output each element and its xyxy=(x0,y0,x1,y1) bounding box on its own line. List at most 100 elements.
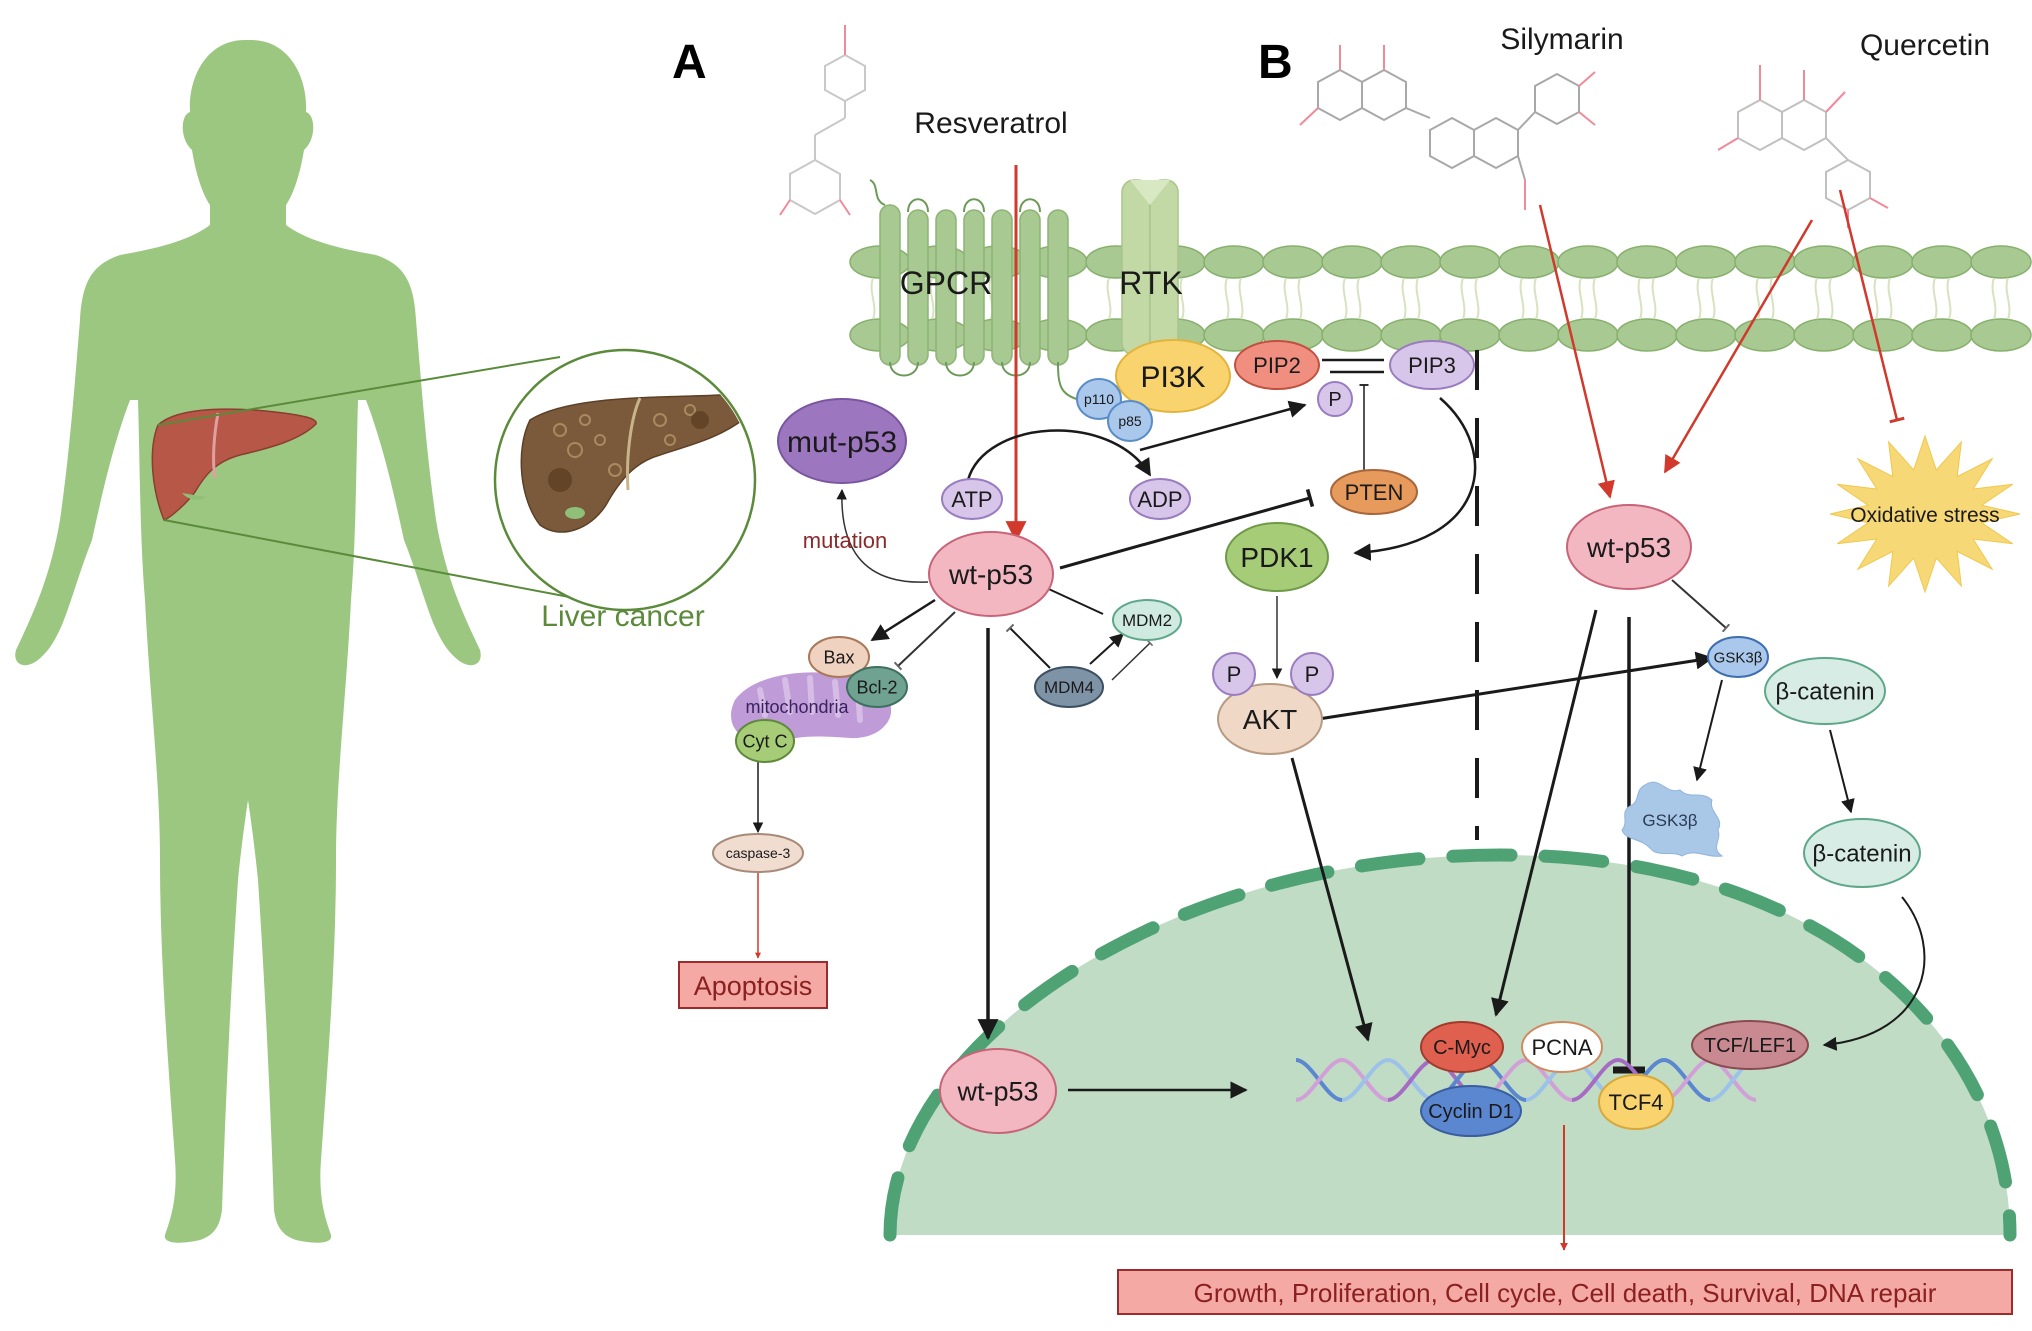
bax-node-label: Bax xyxy=(823,647,854,667)
lipid-tail xyxy=(1179,277,1185,320)
wt-p53-nucleus-node-shape xyxy=(939,1048,1057,1134)
akt-phosphate-2-label: P xyxy=(1305,662,1320,687)
lipid-tail xyxy=(1283,277,1289,320)
pip3-node-label: PIP3 xyxy=(1408,353,1456,378)
cytc-node-shape xyxy=(735,719,795,763)
liver-small-icon xyxy=(151,408,317,521)
mdm4-node-shape xyxy=(1034,666,1104,708)
lipid-head-top xyxy=(1675,245,1737,279)
lipid-head-bottom xyxy=(1321,318,1383,352)
mdm2-node-shape xyxy=(1112,599,1182,641)
mdm2-node: MDM2 xyxy=(1112,599,1182,641)
panel-b-label: B xyxy=(1258,36,1293,89)
lipid-tail xyxy=(870,277,876,320)
lipid-tail xyxy=(1887,277,1893,320)
mutation-label: mutation xyxy=(803,528,887,553)
p110-node: p110 xyxy=(1076,378,1122,420)
lipid-tail xyxy=(1946,277,1952,320)
cell-outcomes-label: Growth, Proliferation, Cell cycle, Cell … xyxy=(1194,1278,1937,1308)
cyclin-d1-node: Cyclin D1 xyxy=(1420,1085,1522,1137)
gpcr-label: GPCR xyxy=(900,265,992,301)
lipid-tail xyxy=(1592,277,1598,320)
lipid-head-top xyxy=(1439,245,1501,279)
atp-node: ATP xyxy=(941,478,1003,520)
lipid-head-top xyxy=(1557,245,1619,279)
lipid-tail xyxy=(1106,277,1112,320)
lipid-tail xyxy=(1342,277,1348,320)
lipid-tail xyxy=(1828,277,1834,320)
lipid-head-bottom xyxy=(1498,318,1560,352)
akt-phosphate-2-shape xyxy=(1290,652,1334,696)
p85-node-label: p85 xyxy=(1118,413,1142,429)
atp-node-shape xyxy=(941,478,1003,520)
adp-node-label: ADP xyxy=(1137,487,1182,512)
wt-p53-nucleus-node-label: wt-p53 xyxy=(956,1077,1038,1107)
p85-node: p85 xyxy=(1107,400,1153,442)
wt-p53-b-node-shape xyxy=(1566,504,1692,590)
cmyc-node: C-Myc xyxy=(1420,1021,1504,1073)
lipid-head-top xyxy=(1380,245,1442,279)
cyclin-d1-node-label: Cyclin D1 xyxy=(1428,1101,1514,1123)
caspase3-node: caspase-3 xyxy=(712,833,804,873)
gpcr-receptor-icon xyxy=(869,179,1081,401)
lipid-head-top xyxy=(1970,245,2032,279)
mut-p53-node-label: mut-p53 xyxy=(787,426,897,459)
lipid-head-bottom xyxy=(1911,318,1973,352)
beta-catenin-free-node-label: β-catenin xyxy=(1812,841,1911,868)
panel-a-label: A xyxy=(672,36,707,89)
pcna-node-label: PCNA xyxy=(1531,1035,1592,1060)
lipid-tail xyxy=(1769,277,1775,320)
dna-strand xyxy=(1341,1058,1389,1102)
lipid-tail xyxy=(1297,277,1303,320)
tcf-lef1-node-shape xyxy=(1691,1020,1809,1070)
pten-node: PTEN xyxy=(1330,469,1418,515)
lipid-head-bottom xyxy=(1675,318,1737,352)
cmyc-node-label: C-Myc xyxy=(1433,1037,1491,1059)
cell-outcomes-box: Growth, Proliferation, Cell cycle, Cell … xyxy=(1117,1269,2013,1315)
lipid-head-bottom xyxy=(1616,318,1678,352)
pi3k-node-shape xyxy=(1115,339,1231,413)
phosphate-node-label: P xyxy=(1328,389,1341,411)
akt-phosphate-1: P xyxy=(1212,652,1256,696)
human-silhouette xyxy=(15,40,481,1243)
caspase3-node-label: caspase-3 xyxy=(726,845,791,861)
bax-node-shape xyxy=(808,636,870,678)
pten-node-shape xyxy=(1330,469,1418,515)
bcl2-node-label: Bcl-2 xyxy=(856,677,897,697)
tcf4-node: TCF4 xyxy=(1598,1074,1674,1130)
mut-p53-node-shape xyxy=(777,398,907,484)
dna-strand xyxy=(1295,1058,1343,1102)
lipid-tail xyxy=(1755,277,1761,320)
rtk-label: RTK xyxy=(1119,265,1182,301)
lipid-head-top xyxy=(1852,245,1914,279)
phosphate-node: P xyxy=(1317,381,1353,417)
wt-p53-a-node: wt-p53 xyxy=(928,531,1054,617)
wt-p53-b-node-label: wt-p53 xyxy=(1586,532,1671,563)
gsk3b-node: GSK3β xyxy=(1707,636,1769,678)
quercetin-inhibition-line xyxy=(1838,189,1905,424)
quercetin-label: Quercetin xyxy=(1860,29,1990,62)
wt-p53-a-node-label: wt-p53 xyxy=(948,559,1033,590)
resveratrol-structure-icon xyxy=(779,25,866,216)
akt-node: AKT xyxy=(1217,683,1323,755)
lipid-tail xyxy=(1696,277,1702,320)
beta-catenin-node-shape xyxy=(1764,657,1886,725)
beta-catenin-node: β-catenin xyxy=(1764,657,1886,725)
zoom-line-top xyxy=(157,356,561,426)
pdk1-node-label: PDK1 xyxy=(1240,542,1313,573)
lipid-tail xyxy=(1415,277,1421,320)
apoptosis-outcome-box: Apoptosis xyxy=(678,961,828,1009)
resveratrol-label: Resveratrol xyxy=(914,107,1067,140)
lipid-tail xyxy=(1710,277,1716,320)
cmyc-node-shape xyxy=(1420,1021,1504,1073)
lipid-head-top xyxy=(1793,245,1855,279)
atp-node-label: ATP xyxy=(951,487,992,512)
lipid-tail xyxy=(1651,277,1657,320)
pten-node-label: PTEN xyxy=(1345,480,1404,505)
lipid-head-top xyxy=(1616,245,1678,279)
pcna-node-shape xyxy=(1521,1021,1603,1073)
gsk3b-degraded-icon xyxy=(1621,781,1724,857)
lipid-tail xyxy=(1401,277,1407,320)
lipid-tail xyxy=(1533,277,1539,320)
